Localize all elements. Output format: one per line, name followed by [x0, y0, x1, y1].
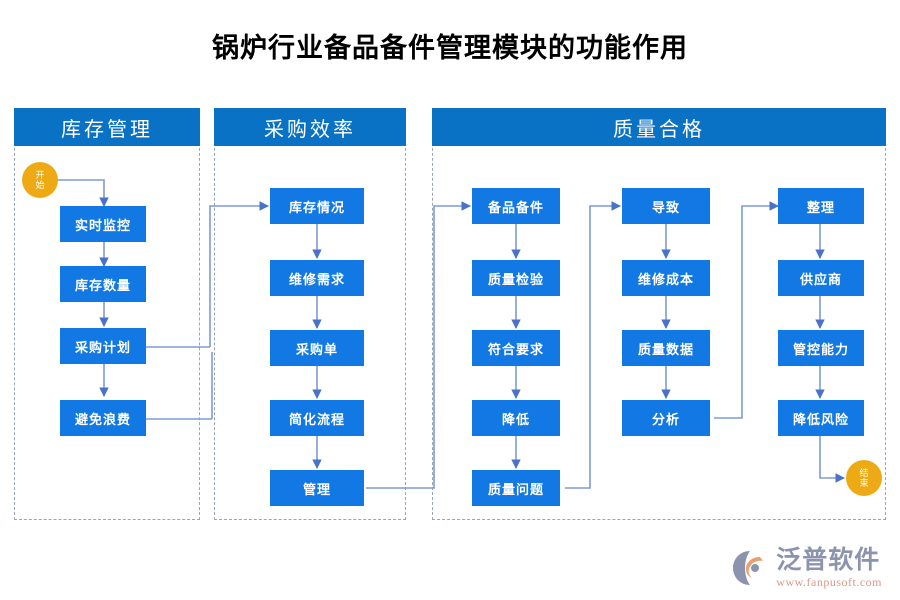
node-降低风险[interactable]: 降低风险	[778, 400, 864, 436]
terminator-start-char1: 开	[35, 170, 45, 180]
node-质量检验[interactable]: 质量检验	[472, 260, 560, 296]
node-降低[interactable]: 降低	[472, 400, 560, 436]
node-备品备件[interactable]: 备品备件	[472, 188, 560, 224]
group-header-inventory[interactable]: 库存管理	[14, 108, 200, 146]
group-header-label: 库存管理	[61, 118, 153, 141]
terminator-end-char2: 束	[859, 478, 869, 488]
node-label: 符合要求	[487, 341, 544, 357]
node-简化流程[interactable]: 简化流程	[270, 400, 364, 436]
node-库存情况[interactable]: 库存情况	[270, 188, 364, 224]
node-label: 降低风险	[792, 411, 849, 427]
node-质量问题[interactable]: 质量问题	[472, 470, 560, 506]
node-label: 分析	[651, 411, 680, 427]
node-label: 管理	[302, 481, 331, 497]
node-label: 质量检验	[487, 271, 544, 287]
node-维修需求[interactable]: 维修需求	[270, 260, 364, 296]
node-label: 整理	[806, 199, 835, 215]
node-label: 库存数量	[74, 277, 131, 293]
node-采购单[interactable]: 采购单	[270, 330, 364, 366]
node-符合要求[interactable]: 符合要求	[472, 330, 560, 366]
terminator-end[interactable]: 结 束	[846, 460, 882, 496]
terminator-start[interactable]: 开 始	[22, 162, 58, 198]
node-label: 避免浪费	[74, 411, 131, 427]
group-container-procurement	[214, 108, 406, 520]
node-维修成本[interactable]: 维修成本	[622, 260, 710, 296]
node-导致[interactable]: 导致	[622, 188, 710, 224]
node-避免浪费[interactable]: 避免浪费	[60, 400, 146, 436]
group-header-quality[interactable]: 质量合格	[432, 108, 886, 146]
logo-text-block: 泛普软件 www.fanpusoft.com	[776, 546, 882, 589]
node-label: 质量数据	[637, 341, 694, 357]
node-供应商[interactable]: 供应商	[778, 260, 864, 296]
node-label: 备品备件	[487, 199, 544, 215]
node-质量数据[interactable]: 质量数据	[622, 330, 710, 366]
page-title: 锅炉行业备品备件管理模块的功能作用	[212, 33, 688, 63]
node-实时监控[interactable]: 实时监控	[60, 206, 146, 242]
node-管控能力[interactable]: 管控能力	[778, 330, 864, 366]
node-label: 简化流程	[288, 411, 345, 427]
node-label: 采购单	[295, 341, 338, 357]
terminator-start-char2: 始	[35, 180, 45, 190]
node-label: 降低	[501, 411, 530, 427]
terminator-end-char1: 结	[859, 468, 869, 478]
node-label: 维修需求	[288, 271, 345, 287]
node-整理[interactable]: 整理	[778, 188, 864, 224]
group-container-quality	[432, 108, 886, 520]
node-label: 维修成本	[637, 271, 694, 287]
node-label: 供应商	[799, 271, 842, 287]
node-label: 采购计划	[74, 339, 131, 355]
node-管理[interactable]: 管理	[270, 470, 364, 506]
node-label: 管控能力	[792, 341, 849, 357]
fanpu-logo-icon	[730, 548, 770, 588]
brand-logo: 泛普软件 www.fanpusoft.com	[730, 548, 882, 588]
node-分析[interactable]: 分析	[622, 400, 710, 436]
logo-url: www.fanpusoft.com	[776, 575, 882, 589]
node-label: 库存情况	[288, 199, 345, 215]
logo-name: 泛普软件	[776, 546, 881, 574]
node-库存数量[interactable]: 库存数量	[60, 266, 146, 302]
node-label: 质量问题	[487, 481, 544, 497]
group-header-label: 质量合格	[613, 118, 705, 141]
node-label: 实时监控	[74, 217, 131, 233]
node-label: 导致	[651, 199, 680, 215]
group-header-label: 采购效率	[264, 118, 356, 141]
group-header-procurement[interactable]: 采购效率	[214, 108, 406, 146]
node-采购计划[interactable]: 采购计划	[60, 328, 146, 364]
